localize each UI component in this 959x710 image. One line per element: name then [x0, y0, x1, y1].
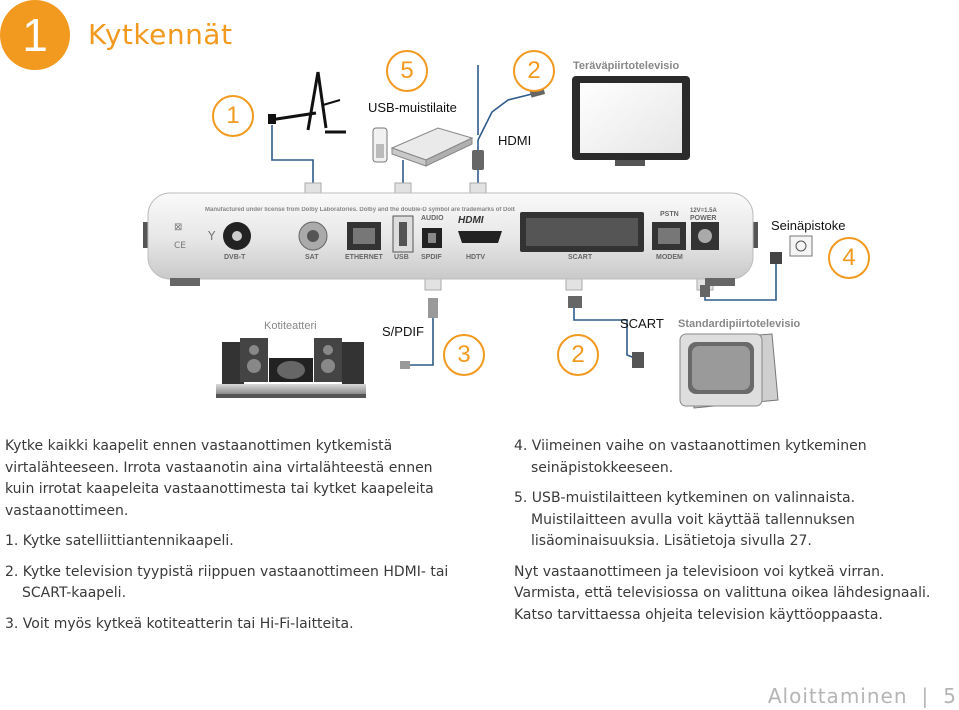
callout-2-hdtv: 2 [513, 50, 555, 92]
label-wall-socket: Seinäpistoke [771, 218, 846, 233]
intro-paragraph: Kytke kaikki kaapelit ennen vastaanottim… [5, 438, 434, 519]
page-number: 5 [943, 684, 957, 708]
step-3: 3. Voit myös kytkeä kotiteatterin tai Hi… [5, 615, 354, 632]
section-number-badge: 1 [0, 0, 70, 70]
left-text-column: Kytke kaikki kaapelit ennen vastaanottim… [5, 436, 455, 644]
label-sdtv: Standardipiirtotelevisio [678, 318, 801, 330]
label-hdtv: Teräväpiirtotelevisio [573, 60, 680, 72]
receiver-notice: Manufactured under license from Dolby La… [205, 207, 515, 213]
port-label-dvbt: DVB-T [224, 254, 246, 261]
svg-text:⊠: ⊠ [174, 222, 182, 233]
label-hdmi: HDMI [498, 133, 532, 148]
port-label-power: POWER [690, 215, 717, 222]
satellite-dish-icon [269, 71, 346, 134]
callout-3: 3 [443, 334, 485, 376]
step-4: 4. Viimeinen vaihe on vastaanottimen kyt… [514, 438, 867, 476]
label-spdif-cable: S/PDIF [382, 324, 424, 339]
final-paragraph: Nyt vastaanottimeen ja televisioon voi k… [514, 563, 931, 623]
footer-section: Aloittaminen [767, 684, 908, 708]
port-label-hdtv: HDTV [466, 254, 486, 261]
hdmi-logo: HDMI [458, 215, 484, 226]
usb-hard-drive-icon [390, 127, 474, 167]
svg-text:CE: CE [174, 241, 186, 251]
connection-diagram: ⊠ CE Y [143, 65, 813, 409]
crt-tv-icon [679, 333, 779, 409]
hdtv-icon [572, 76, 690, 166]
port-label-audio: AUDIO [421, 215, 444, 222]
cables [271, 65, 777, 366]
port-label-modem: MODEM [656, 254, 683, 261]
port-label-sat: SAT [305, 254, 319, 261]
port-label-spdif: SPDIF [421, 254, 442, 261]
label-scart-cable: SCART [620, 316, 664, 331]
home-theater-icon [216, 338, 366, 398]
svg-text:Y: Y [207, 229, 216, 243]
label-home-theater: Kotiteatteri [264, 320, 317, 332]
right-text-column: 4. Viimeinen vaihe on vastaanottimen kyt… [514, 436, 934, 635]
port-label-usb: USB [394, 254, 409, 261]
step-5: 5. USB-muistilaitteen kytkeminen on vali… [514, 490, 856, 549]
label-usb-device: USB-muistilaite [368, 100, 457, 115]
page-title: Kytkennät [88, 18, 233, 51]
step-1: 1. Kytke satelliittiantennikaapeli. [5, 533, 234, 549]
port-label-scart: SCART [568, 254, 593, 261]
page-footer: Aloittaminen | 5 [768, 684, 957, 708]
callout-2-scart: 2 [557, 334, 599, 376]
receiver-back-panel: ⊠ CE Y [143, 192, 758, 286]
usb-stick-icon [372, 127, 388, 163]
port-label-ethernet: ETHERNET [345, 254, 383, 261]
callout-1: 1 [212, 95, 254, 137]
step-2: 2. Kytke television tyypistä riippuen va… [5, 563, 449, 602]
power-rating: 12V=1.5A [690, 208, 717, 214]
callout-4: 4 [828, 237, 870, 279]
port-label-pstn: PSTN [660, 211, 679, 218]
callout-5: 5 [386, 50, 428, 92]
footer-separator: | [921, 684, 930, 708]
